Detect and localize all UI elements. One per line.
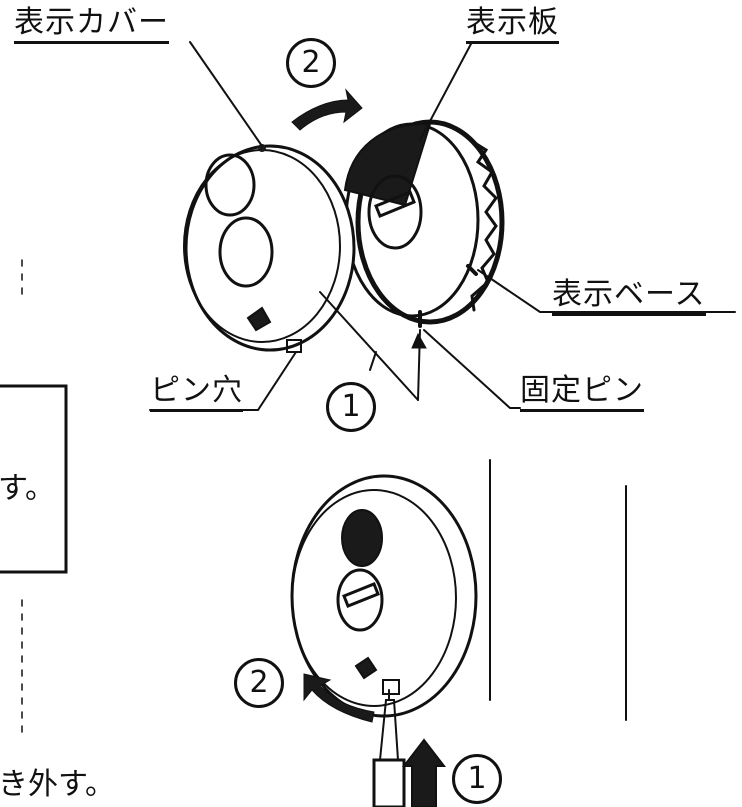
leader-step1-c: [369, 351, 377, 371]
label-display-base: 表示ベース: [552, 278, 706, 316]
assembled-knob: [336, 568, 384, 632]
assembled-pin-hole: [382, 679, 400, 695]
cover-dot: [258, 144, 266, 152]
fixing-pin-arrowhead: [411, 332, 427, 349]
assembled-unit: [290, 474, 478, 718]
leader-fixing-pin: [423, 329, 521, 409]
assembled-cover: [291, 489, 457, 707]
step-2-top: 2: [286, 38, 336, 88]
leader-display-plate: [419, 41, 473, 141]
fixing-pin-2: [466, 264, 478, 276]
display-plate-knob: [367, 174, 423, 250]
assembled-window-dark: [341, 509, 383, 567]
step-2-bottom: 2: [234, 658, 284, 708]
label-display-cover: 表示カバー: [14, 6, 169, 44]
leader-display-cover: [189, 41, 263, 147]
rotate-arrow-top: [291, 88, 363, 131]
leader-display-base: [477, 269, 736, 313]
assembled-latch: [354, 656, 378, 680]
rotate-arrow-bottom: [303, 673, 375, 723]
instruction-box: [0, 384, 68, 574]
step-1-top: 1: [326, 382, 376, 432]
bottom-text-fragment: き外す。: [0, 767, 115, 802]
display-plate-dark-segment: [343, 122, 432, 207]
cover-latch: [246, 306, 272, 332]
label-pin-hole: ピン穴: [150, 374, 243, 412]
label-fixing-pin: 固定ピン: [520, 374, 644, 412]
display-base-serration: [468, 138, 498, 312]
display-plate-assembly: [343, 119, 505, 328]
push-up-arrow: [401, 738, 447, 807]
leader-step1-a: [319, 291, 419, 401]
pin-hole: [286, 339, 302, 353]
pin-tool: [372, 689, 406, 807]
box-text-fragment: す。: [0, 471, 55, 506]
display-cover-shell: [184, 144, 356, 352]
display-cover-assembly: [183, 144, 356, 353]
label-display-plate: 表示板: [466, 6, 559, 44]
step-1-bottom: 1: [452, 754, 502, 804]
cover-window-lower: [218, 216, 274, 288]
cover-window-upper: [204, 153, 256, 217]
